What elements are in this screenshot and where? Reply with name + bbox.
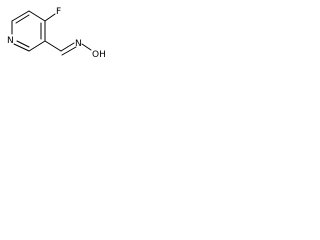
ring-bond (11, 10, 30, 22)
imine-double-bond (61, 46, 77, 56)
ring-bond (28, 40, 46, 52)
ring-bond (28, 10, 46, 22)
oxime-nitrogen-atom: N (75, 39, 82, 49)
ring-double-bond (15, 14, 30, 24)
chemical-structure: F N N OH (7, 7, 106, 60)
hydroxyl-group: OH (92, 50, 106, 60)
carbon-fluorine-bond (44, 13, 56, 22)
imine-double-bond (60, 42, 75, 52)
ring-nitrogen-atom: N (7, 36, 14, 46)
nitrogen-oxygen-bond (81, 43, 92, 51)
ring-bond (13, 43, 30, 52)
pyridine-ring (11, 10, 46, 52)
ring-to-aldoxime-bond (44, 40, 62, 52)
ring-double-bond (16, 40, 30, 48)
fluorine-atom: F (56, 7, 61, 17)
